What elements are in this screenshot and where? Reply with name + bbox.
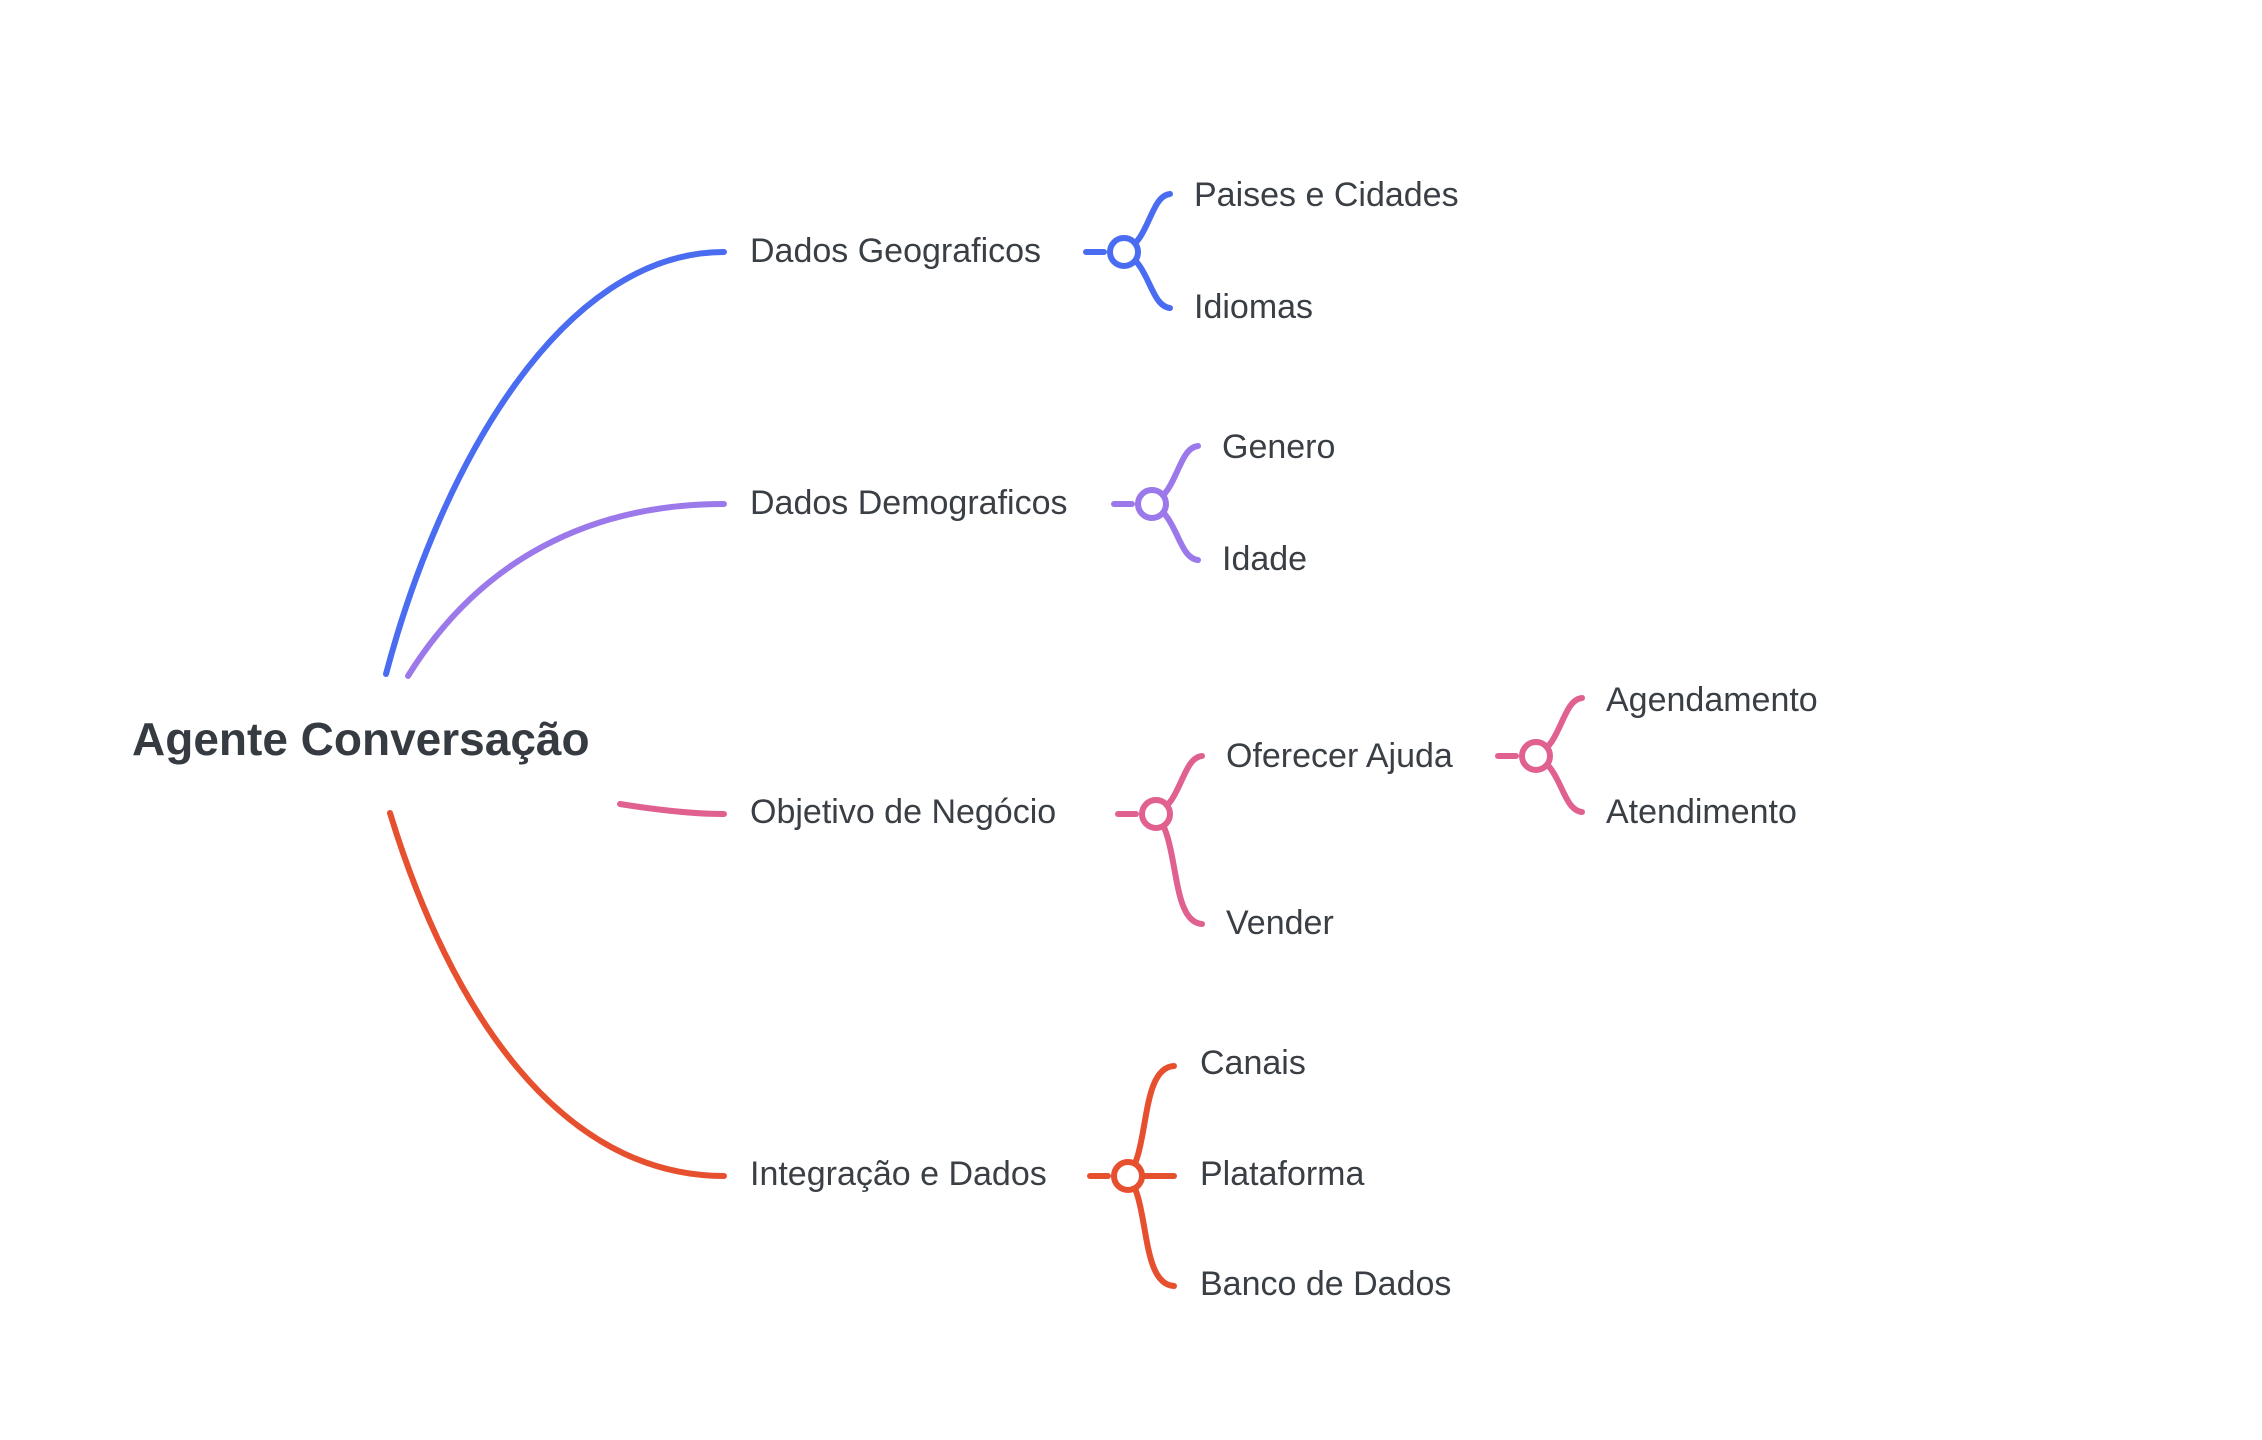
- subtopic-genero[interactable]: Genero: [1222, 428, 1336, 466]
- subtopic-canais[interactable]: Canais: [1200, 1044, 1306, 1082]
- subtopic-banco-de-dados[interactable]: Banco de Dados: [1200, 1265, 1452, 1303]
- topic-dados-demograficos[interactable]: Dados Demograficos: [750, 484, 1068, 522]
- subtopic-atendimento[interactable]: Atendimento: [1606, 793, 1797, 831]
- connector-objetivo-vender: [1153, 811, 1205, 927]
- collapse-knob-integracao[interactable]: [1111, 1159, 1145, 1193]
- collapse-knob-geograficos[interactable]: [1107, 235, 1141, 269]
- topic-integracao-e-dados[interactable]: Integração e Dados: [750, 1155, 1047, 1193]
- connector-root-integracao: [387, 810, 727, 1179]
- connector-root-geograficos: [383, 249, 727, 677]
- subtopic-oferecer-ajuda[interactable]: Oferecer Ajuda: [1226, 737, 1453, 775]
- subtopic-paises-e-cidades[interactable]: Paises e Cidades: [1194, 176, 1459, 214]
- collapse-knob-objetivo[interactable]: [1139, 797, 1173, 831]
- connector-integracao-canais: [1125, 1063, 1177, 1179]
- topic-dados-geograficos[interactable]: Dados Geograficos: [750, 232, 1042, 270]
- connector-integracao-banco: [1125, 1173, 1177, 1289]
- subtopic-idiomas[interactable]: Idiomas: [1194, 288, 1314, 326]
- connector-root-demograficos: [405, 501, 727, 679]
- subtopic-plataforma[interactable]: Plataforma: [1200, 1155, 1365, 1193]
- subtopic-vender[interactable]: Vender: [1226, 904, 1334, 942]
- connector-root-objetivo: [617, 801, 727, 817]
- collapse-knob-oferecer[interactable]: [1519, 739, 1553, 773]
- root-topic[interactable]: Agente Conversação: [132, 713, 590, 765]
- collapse-knob-demograficos[interactable]: [1135, 487, 1169, 521]
- topic-objetivo-de-negocio[interactable]: Objetivo de Negócio: [750, 793, 1057, 831]
- subtopic-idade[interactable]: Idade: [1222, 540, 1308, 578]
- subtopic-agendamento[interactable]: Agendamento: [1606, 681, 1818, 719]
